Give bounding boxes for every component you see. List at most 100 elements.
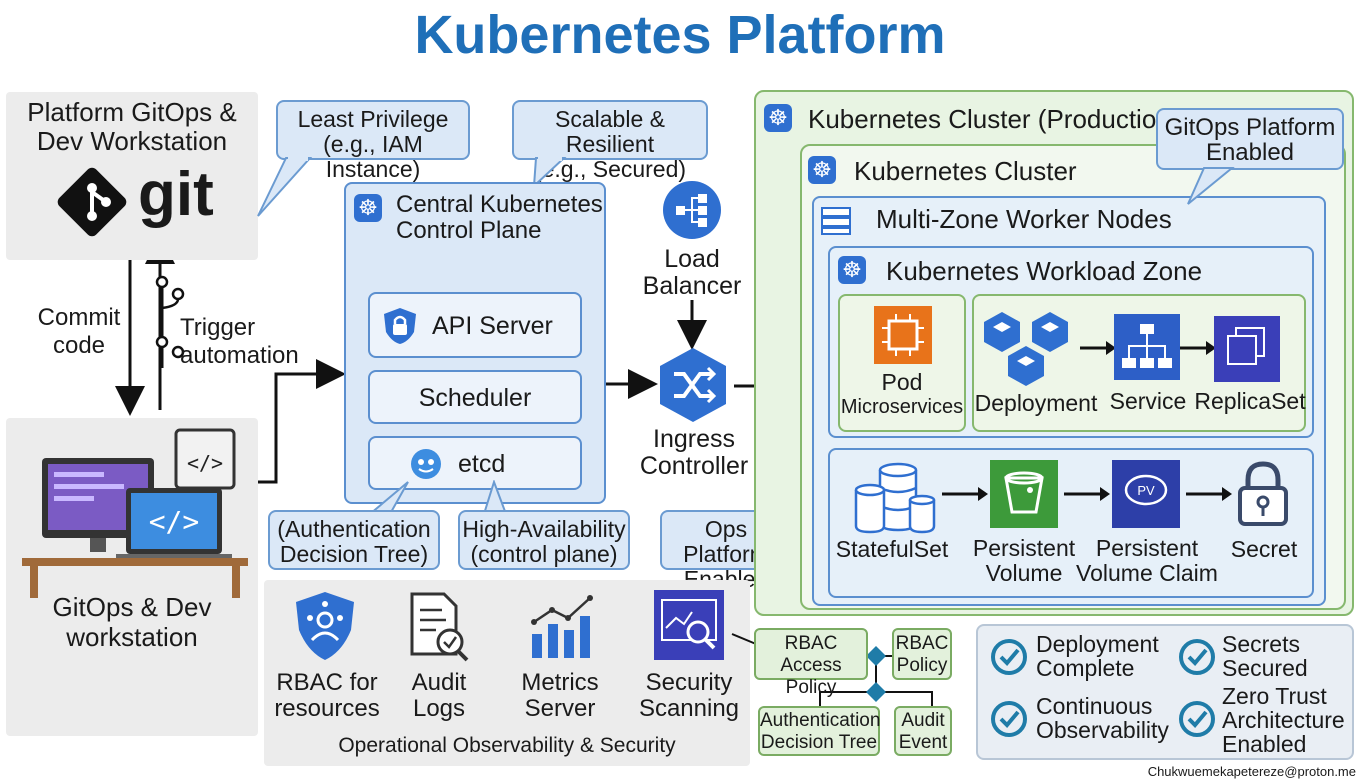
service-arrow xyxy=(1180,341,1216,355)
check-circle-icon xyxy=(1179,639,1215,675)
observability-caption: Operational Observability & Security xyxy=(338,734,676,757)
gitops-dev-workstation: </> </> GitOps & Dev workstation xyxy=(6,418,258,736)
rbac-policy-line1: RBAC xyxy=(895,633,949,654)
audit-event-node: Audit Event xyxy=(894,706,952,756)
git-logo-icon xyxy=(57,167,127,237)
rbac-access-policy-node: RBAC Access Policy xyxy=(754,628,868,698)
database-icon xyxy=(854,462,936,534)
audit-logs-line1: Audit xyxy=(411,669,467,696)
workstation-title-line1: Platform GitOps & xyxy=(27,97,237,127)
ingress-line1: Ingress xyxy=(653,425,735,453)
metrics-chart-icon xyxy=(531,595,593,658)
trigger-label-line2: automation xyxy=(180,342,299,369)
dev-workstation-line1: GitOps & Dev xyxy=(52,592,212,622)
hierarchy-icon xyxy=(1114,314,1180,380)
kubernetes-icon xyxy=(838,255,866,285)
code-icon: </> </> xyxy=(22,428,248,598)
auth-tree-line2: Decision Tree) xyxy=(279,541,429,567)
rbac-shield-icon xyxy=(296,592,354,660)
least-privilege-line1: Least Privilege xyxy=(297,106,449,132)
security-scanning-line2: Scanning xyxy=(638,695,740,722)
replicaset-icon xyxy=(1214,316,1280,382)
auth-decision-tree-node: Authentication Decision Tree xyxy=(758,706,880,756)
rbac-policy-node: RBAC Policy xyxy=(892,628,952,680)
pod-box[interactable]: Pod Microservices xyxy=(838,294,966,432)
git-logo-text: git xyxy=(138,160,214,229)
high-availability-callout: High-Availability (control plane) xyxy=(458,510,630,570)
gitops-platform-callout: GitOps Platform Enabled xyxy=(1156,108,1344,170)
security-scan-icon xyxy=(654,590,724,660)
high-availability-line1: High-Availability xyxy=(462,516,626,542)
etcd-icon xyxy=(411,449,441,479)
replicaset-label: ReplicaSet xyxy=(1194,388,1306,414)
bucket-icon xyxy=(990,460,1058,528)
kubernetes-icon xyxy=(764,103,792,133)
check-circle-icon xyxy=(991,639,1027,675)
high-availability-line2: (control plane) xyxy=(470,541,618,567)
audit-event-line1: Audit xyxy=(901,710,945,731)
metrics-server-line2: Server xyxy=(524,695,596,722)
platform-gitops-workstation: Platform GitOps & Dev Workstation git xyxy=(6,92,258,260)
scalable-callout: Scalable & Resilient (e.g., Secured) xyxy=(512,100,708,182)
rbac-label-line1: RBAC for xyxy=(276,669,378,696)
pv-label-line2: Volume xyxy=(985,560,1063,586)
auth-decision-line1: Authentication xyxy=(760,710,881,731)
pv-label-line1: Persistent xyxy=(972,535,1076,561)
pvc-label-line1: Persistent xyxy=(1095,535,1199,561)
scalable-pointer xyxy=(532,157,567,188)
gitops-platform-line2: Enabled xyxy=(1205,139,1295,166)
page-title: Kubernetes Platform xyxy=(414,5,946,65)
padlock-icon xyxy=(1238,461,1288,526)
audit-log-icon xyxy=(410,592,469,662)
auth-tree-callout: (Authentication Decision Tree) xyxy=(268,510,440,570)
policy-tree-connectors xyxy=(731,633,933,714)
production-cluster-title: Kubernetes Cluster (Production) xyxy=(808,104,1180,134)
server-rack-icon xyxy=(821,207,851,235)
api-server-label: API Server xyxy=(432,312,553,340)
deployment-flow-box: Deployment Service ReplicaSet xyxy=(972,294,1306,432)
security-scanning-line1: Security xyxy=(645,669,733,696)
kubernetes-cluster-title: Kubernetes Cluster xyxy=(854,156,1077,186)
zero-trust-line1: Zero Trust xyxy=(1222,683,1327,709)
zero-trust-line3: Enabled xyxy=(1222,731,1307,757)
observability-panel: RBAC for resources Audit Logs Metrics Se… xyxy=(264,580,750,766)
pod-microservices-label: Microservices xyxy=(840,396,964,418)
dev-workstation-line2: workstation xyxy=(66,622,198,652)
deployment-status-line1: Deployment xyxy=(1036,631,1159,657)
least-privilege-line2: (e.g., IAM Instance) xyxy=(323,131,423,182)
secret-label: Secret xyxy=(1230,536,1298,562)
pvc-icon-text: PV xyxy=(1137,483,1155,498)
scheduler-box[interactable]: Scheduler xyxy=(368,370,582,424)
audit-logs-line2: Logs xyxy=(412,695,466,722)
volume-claim-icon: PV xyxy=(1112,460,1180,528)
trigger-label-line1: Trigger xyxy=(180,314,256,341)
pod-label: Pod xyxy=(881,369,923,395)
cube-icon xyxy=(984,312,1068,386)
observability-status-line2: Observability xyxy=(1036,717,1169,743)
scalable-line1: Scalable & Resilient xyxy=(555,106,665,157)
gitops-platform-line1: GitOps Platform xyxy=(1164,114,1336,141)
chip-icon xyxy=(874,306,932,364)
check-circle-icon xyxy=(991,701,1027,737)
etcd-label: etcd xyxy=(458,450,506,478)
zero-trust-line2: Architecture xyxy=(1222,707,1345,733)
rbac-policy-line2: Policy xyxy=(896,655,948,676)
kubernetes-icon xyxy=(354,193,382,223)
deployment-label: Deployment xyxy=(974,390,1098,416)
pv-arrow xyxy=(1064,487,1110,501)
rbac-access-line2: Policy xyxy=(785,677,837,698)
control-plane-title-line1: Central Kubernetes xyxy=(396,191,603,218)
workload-zone-title: Kubernetes Workload Zone xyxy=(886,256,1203,286)
auth-decision-line2: Decision Tree xyxy=(760,732,878,753)
load-balancer-line1: Load xyxy=(664,245,720,273)
least-privilege-callout: Least Privilege (e.g., IAM Instance) xyxy=(276,100,470,182)
pvc-label-line2: Volume Claim xyxy=(1076,560,1218,586)
gitops-platform-pointer xyxy=(1187,167,1235,205)
control-plane-title-line2: Control Plane xyxy=(396,217,542,244)
load-balancer-line2: Balancer xyxy=(642,272,742,300)
api-server-box[interactable]: API Server xyxy=(368,292,582,358)
deployment-status-line2: Complete xyxy=(1036,655,1135,681)
load-balancer-icon xyxy=(663,181,721,239)
etcd-box[interactable]: etcd xyxy=(368,436,582,490)
storage-zone: PV StatefulSet Persistent Volume Persist… xyxy=(828,448,1314,598)
